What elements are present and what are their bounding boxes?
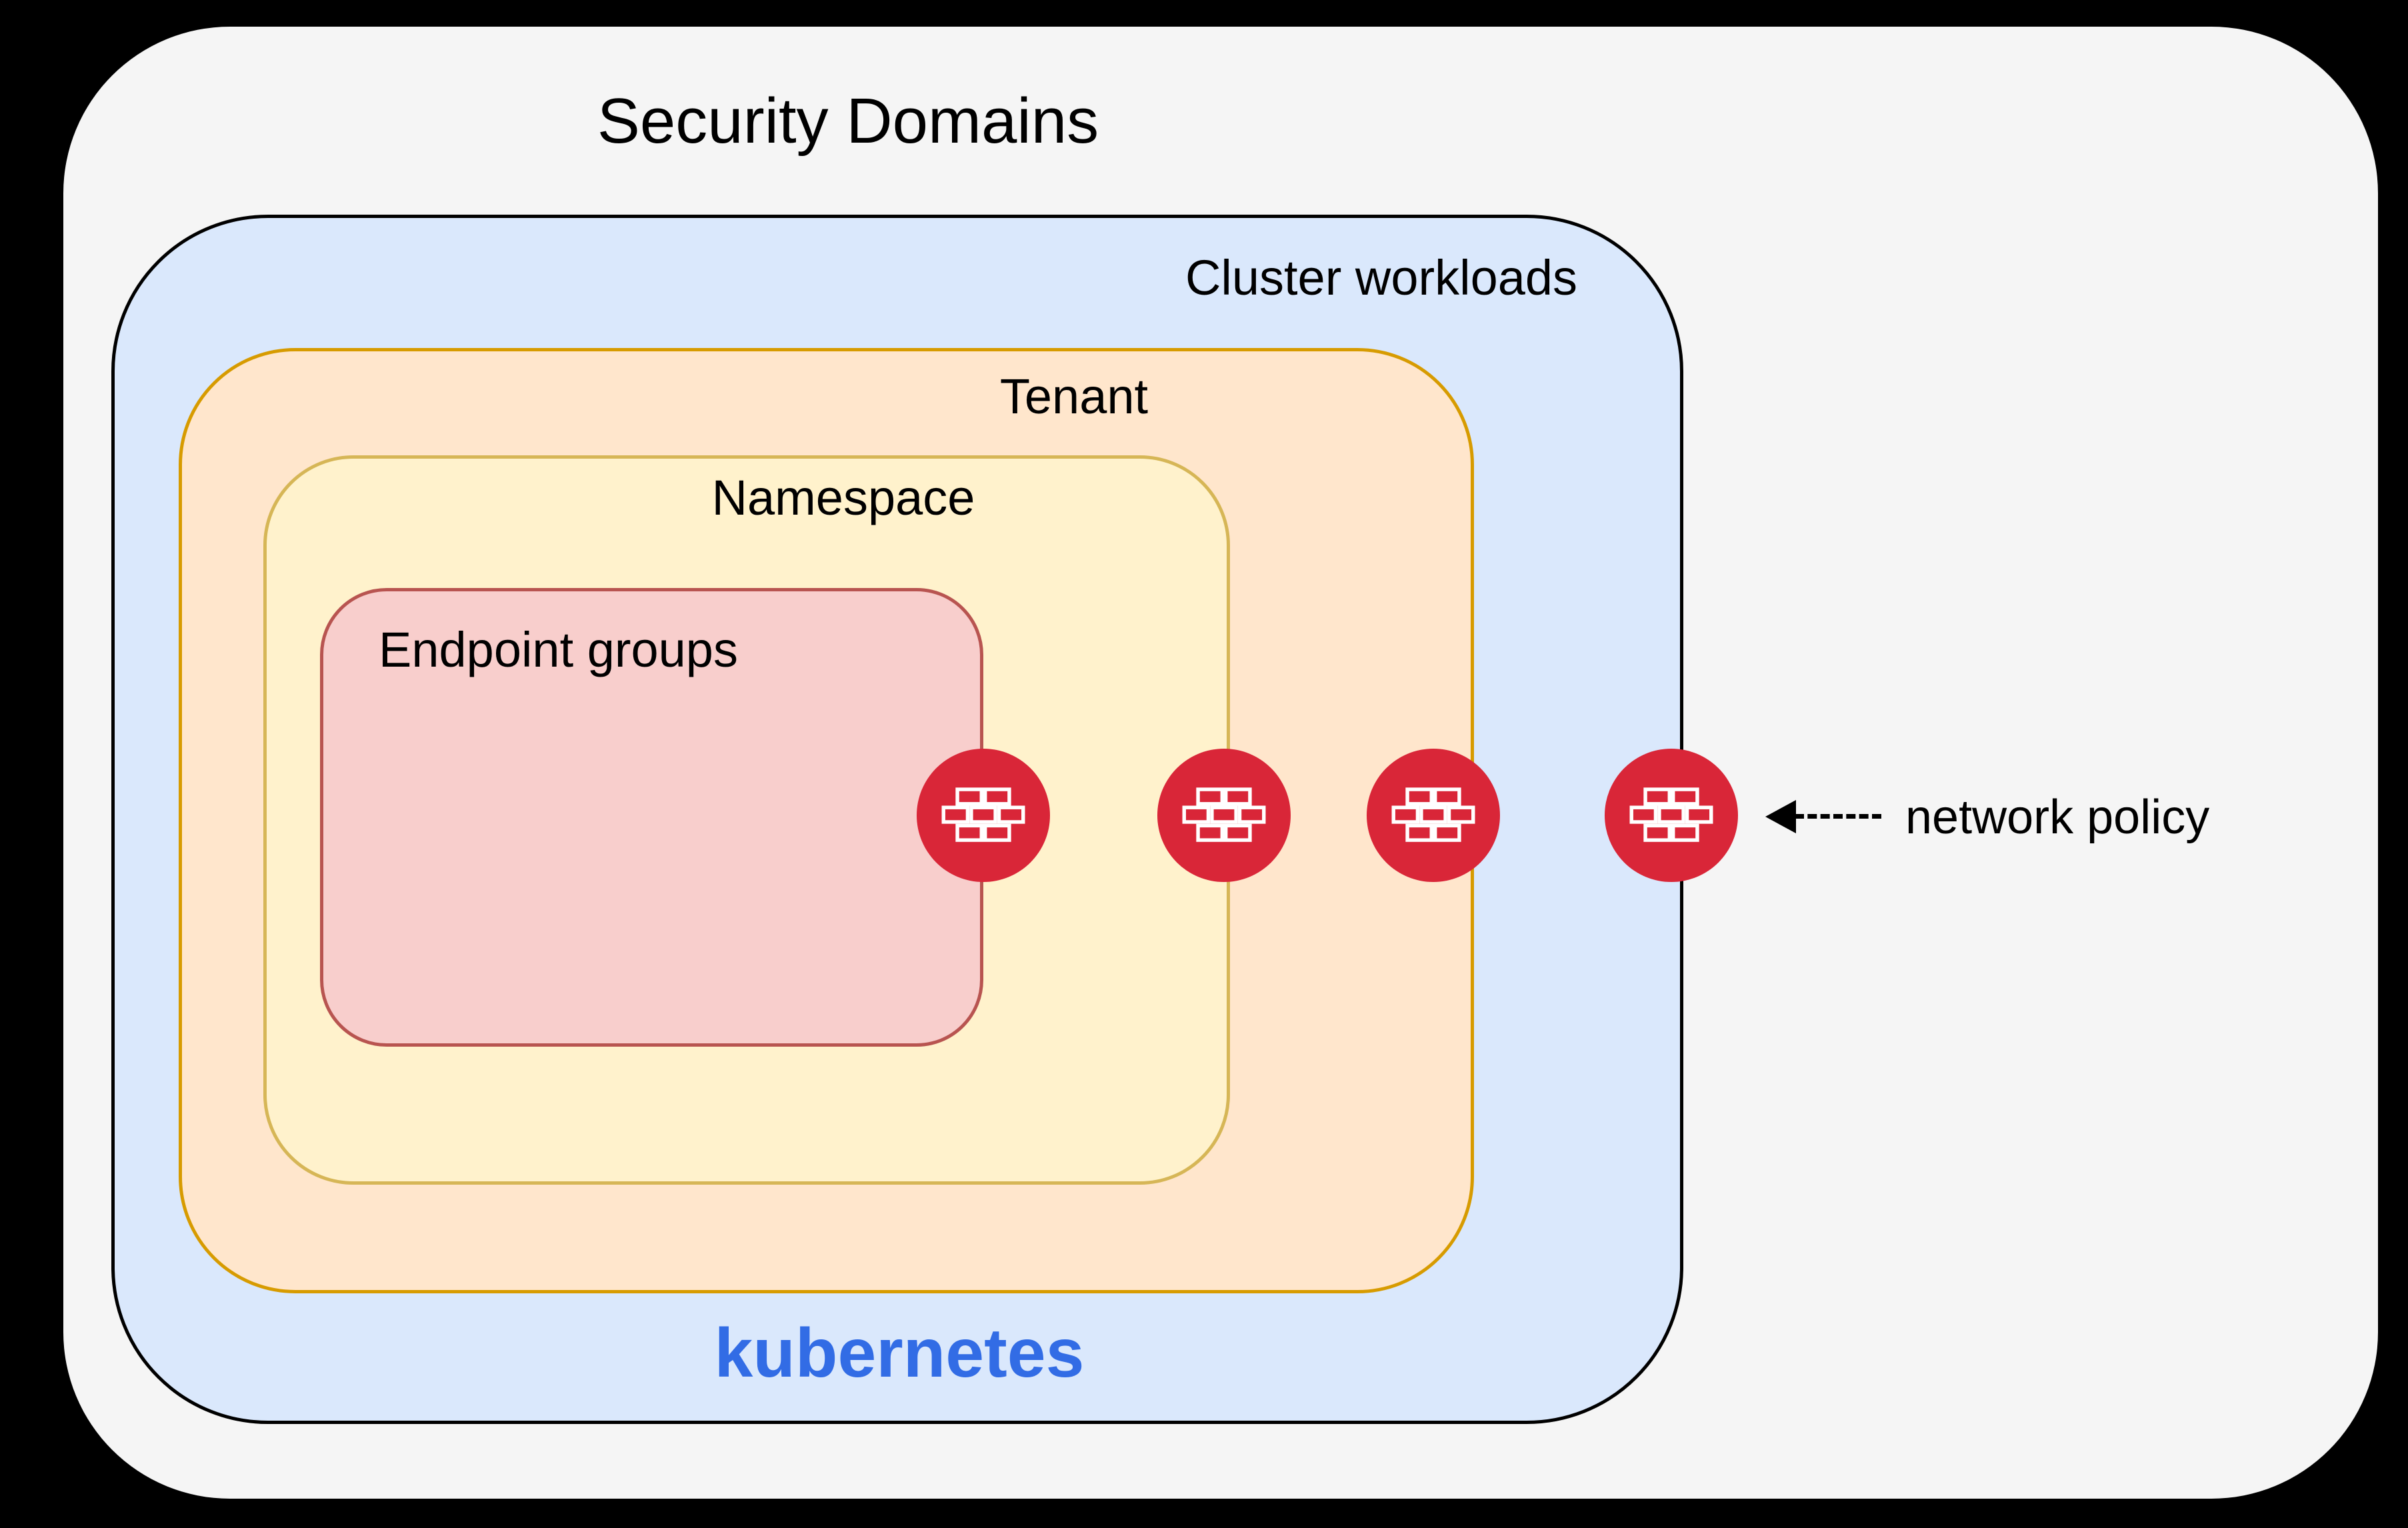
network-policy-dashed-line <box>1795 814 1881 819</box>
namespace-label: Namespace <box>711 470 975 525</box>
brick-wall-icon <box>1629 787 1713 842</box>
endpoint-groups-label: Endpoint groups <box>379 622 738 677</box>
cluster-workloads-label: Cluster workloads <box>1185 250 1578 305</box>
firewall-icon-cluster-boundary <box>1605 749 1738 882</box>
brick-wall-icon <box>1391 787 1475 842</box>
diagram-title: Security Domains <box>597 85 1099 157</box>
network-policy-label: network policy <box>1905 791 2210 844</box>
firewall-icon-tenant-boundary <box>1367 749 1500 882</box>
brick-wall-icon <box>1182 787 1266 842</box>
kubernetes-wordmark: kubernetes <box>714 1315 1085 1392</box>
firewall-icon-endpoint-boundary <box>917 749 1050 882</box>
network-policy-arrowhead-icon <box>1765 800 1796 833</box>
firewall-icon-namespace-boundary <box>1157 749 1291 882</box>
brick-wall-icon <box>941 787 1025 842</box>
tenant-label: Tenant <box>999 369 1149 424</box>
domain-box-endpoint-groups <box>320 588 983 1047</box>
